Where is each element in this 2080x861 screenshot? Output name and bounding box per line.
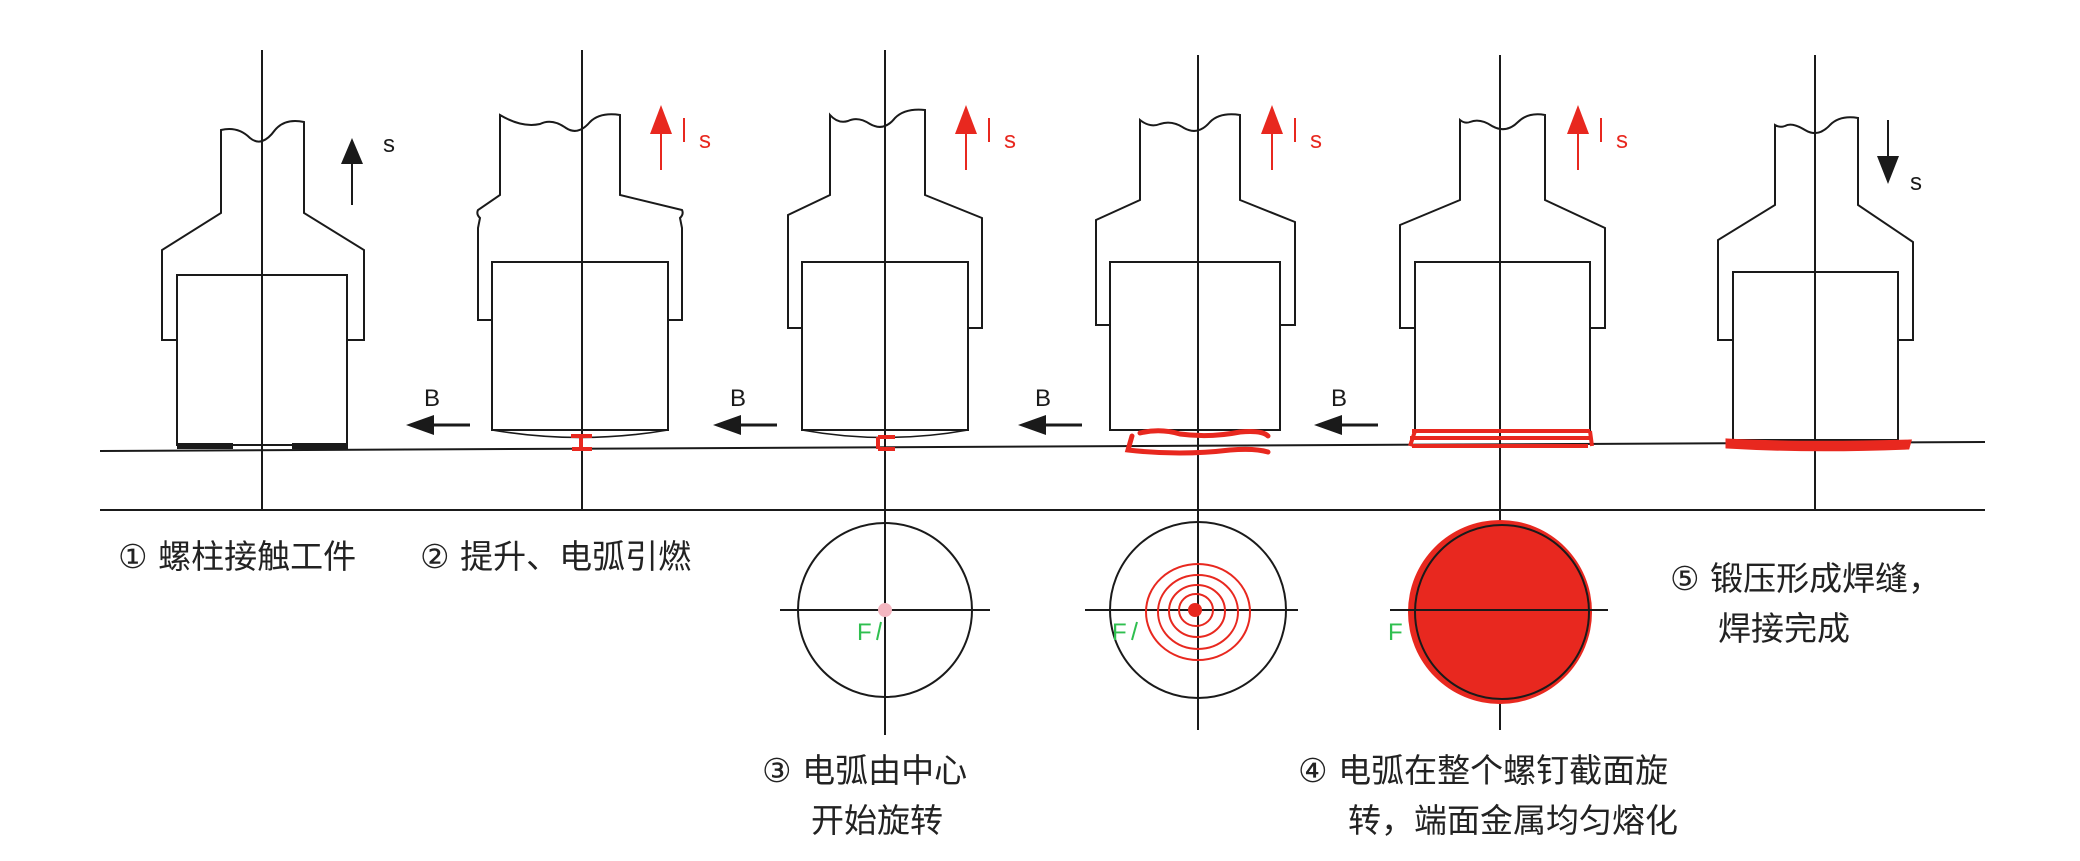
arc-full-face	[1408, 429, 1594, 448]
workpiece-top-edge	[99, 441, 1986, 452]
motion-arrow-3: s	[955, 105, 1016, 170]
caption-step-5-line-1: ⑤ 锻压形成焊缝，	[1670, 559, 1941, 598]
arc-spot	[1188, 603, 1202, 617]
motion-arrow-4: s	[1261, 105, 1322, 170]
caption-step-4-line-2: 转，端面金属均匀熔化	[1348, 801, 1678, 840]
arc-ignition	[571, 434, 592, 451]
cross-section-step-4: F	[1085, 521, 1298, 699]
stud-step-2	[476, 50, 684, 510]
cross-section-step-3: F	[780, 522, 990, 698]
force-label: F	[1388, 619, 1403, 646]
motion-arrow-6: s	[1877, 120, 1922, 196]
force-label: F	[1112, 619, 1127, 646]
caption-step-3-line-1: ③ 电弧由中心	[762, 751, 967, 790]
b-label: B	[424, 385, 440, 412]
s-label: s	[383, 131, 395, 158]
motion-arrow-1: s	[341, 131, 395, 205]
b-label: B	[730, 385, 746, 412]
motion-arrow-5: s	[1567, 105, 1628, 170]
caption-step-1: ① 螺柱接触工件	[118, 537, 356, 576]
stud-step-1	[161, 50, 365, 510]
caption-step-2: ② 提升、电弧引燃	[420, 537, 691, 576]
workpiece	[99, 441, 1986, 511]
molten-face	[1408, 520, 1592, 704]
b-label: B	[1035, 385, 1051, 412]
field-arrow-1: B	[406, 385, 470, 435]
s-label: s	[1004, 127, 1016, 154]
b-label: B	[1331, 385, 1347, 412]
arc-center	[876, 435, 895, 451]
caption-step-3-line-2: 开始旋转	[811, 801, 943, 840]
stud-step-6	[1717, 55, 1914, 510]
captions: ① 螺柱接触工件 ② 提升、电弧引燃 ③ 电弧由中心 开始旋转 ④ 电弧在整个螺…	[118, 537, 1941, 840]
force-label: F	[857, 619, 872, 646]
caption-step-4-line-1: ④ 电弧在整个螺钉截面旋	[1298, 751, 1668, 790]
arc-melt-edge	[1124, 428, 1271, 456]
weld-seam	[1725, 438, 1913, 452]
field-arrow-4: B	[1314, 385, 1378, 435]
contact-pad-right	[292, 443, 348, 449]
s-label: s	[699, 127, 711, 154]
field-arrow-2: B	[713, 385, 777, 435]
stud-step-4	[1095, 55, 1296, 730]
field-arrow-3: B	[1018, 385, 1082, 435]
s-label: s	[1910, 169, 1922, 196]
s-label: s	[1310, 127, 1322, 154]
spiral-arc-path	[1145, 563, 1251, 661]
arc-spot	[878, 603, 892, 617]
motion-arrow-2: s	[650, 105, 711, 170]
contact-pad-left	[177, 443, 233, 449]
cross-section-step-5: F	[1388, 520, 1608, 704]
caption-step-5-line-2: 焊接完成	[1718, 609, 1850, 648]
stud-step-3	[787, 50, 983, 735]
s-label: s	[1616, 127, 1628, 154]
